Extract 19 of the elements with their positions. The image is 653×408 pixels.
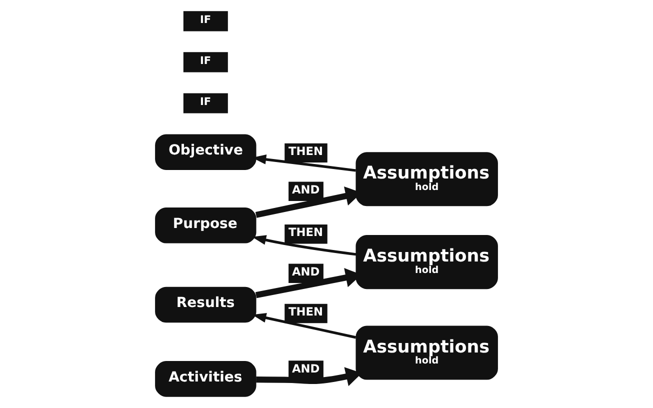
arrow xyxy=(256,367,362,386)
edge-label: AND xyxy=(292,264,320,278)
edge-label: THEN xyxy=(288,304,323,319)
node-box: Results xyxy=(155,286,256,323)
node-box: IF xyxy=(183,93,228,114)
edge-label: AND xyxy=(292,361,320,376)
node-box: IF xyxy=(183,52,228,72)
node-box: Assumptions hold xyxy=(356,326,498,380)
node-box: Objective xyxy=(155,134,256,170)
edge-label: THEN xyxy=(288,144,323,158)
edge-label: AND xyxy=(292,182,320,196)
arrow xyxy=(252,312,356,339)
node-box: Assumptions hold xyxy=(356,234,498,290)
node-box: Assumptions hold xyxy=(356,152,498,206)
node-box: IF xyxy=(183,11,228,32)
node-box: Purpose xyxy=(155,207,256,244)
arrow xyxy=(252,235,356,256)
node-box: Activities xyxy=(155,361,256,397)
edge-label: THEN xyxy=(288,225,323,240)
